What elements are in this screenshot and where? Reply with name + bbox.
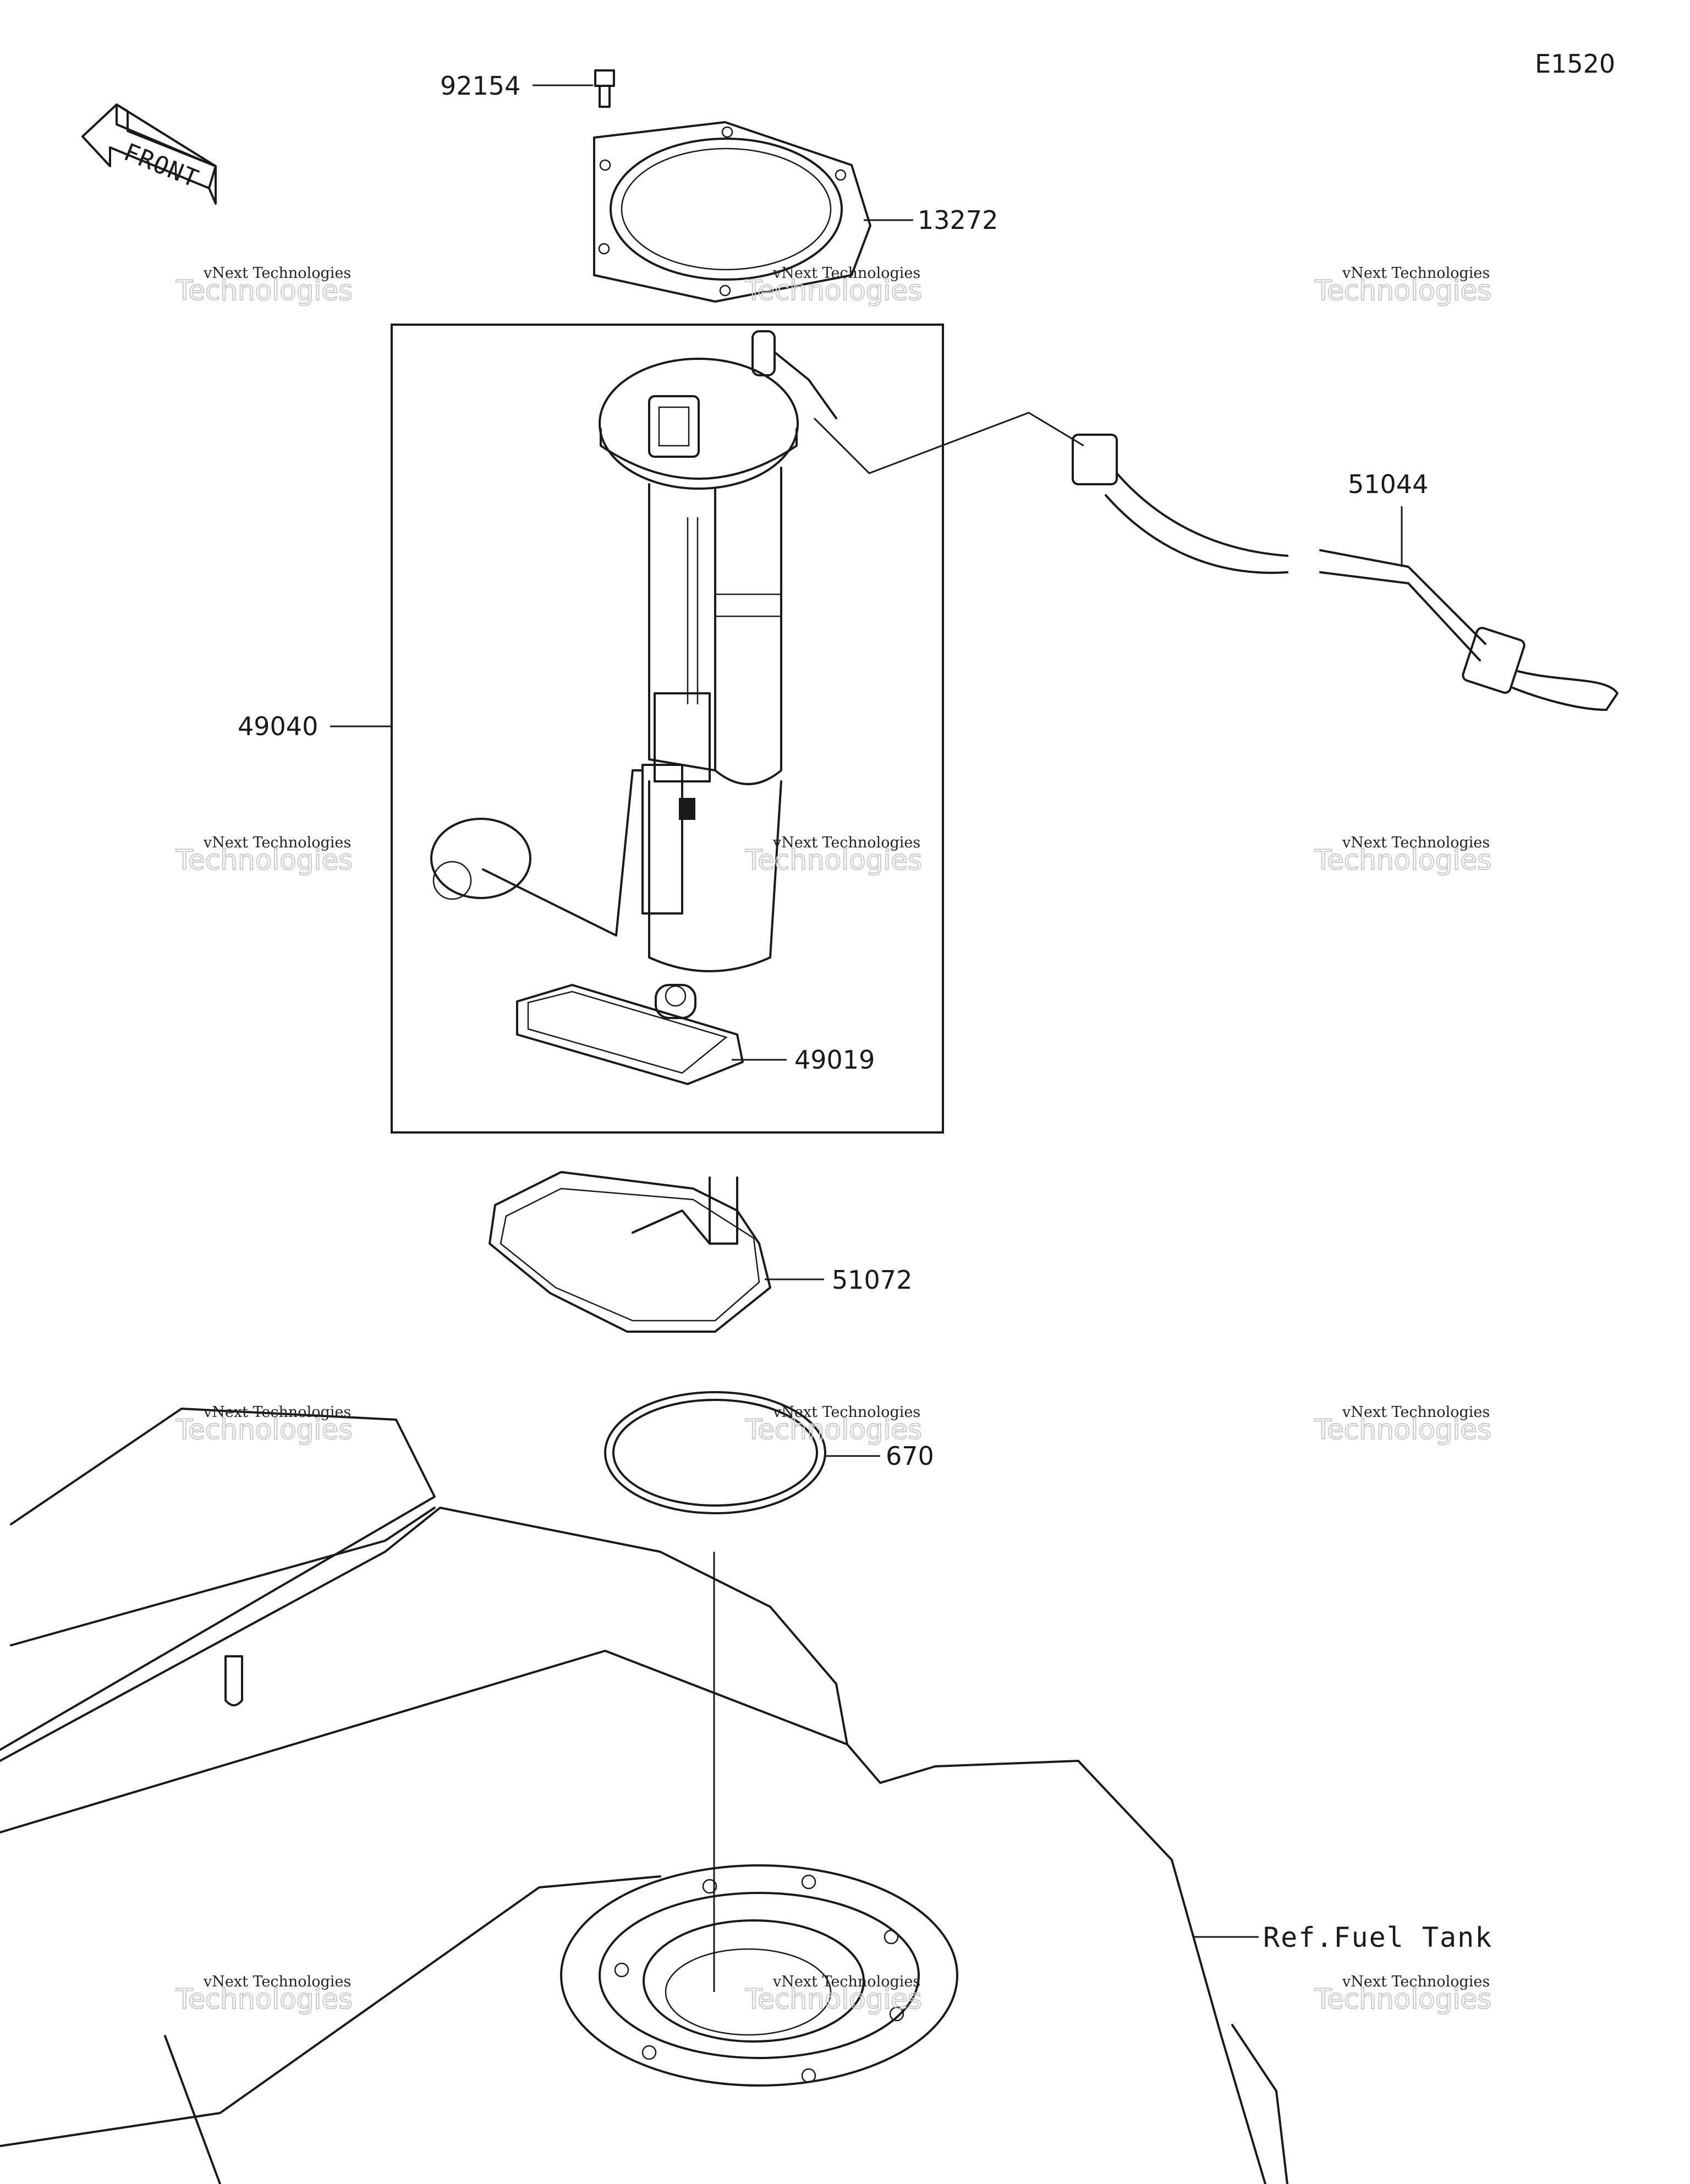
- svg-text:vNext Technologies: vNext Technologies: [1342, 1404, 1490, 1421]
- svg-text:Technologies: Technologies: [745, 1983, 922, 2015]
- tray-51072: [489, 1171, 771, 1333]
- svg-text:vNext Technologies: vNext Technologies: [203, 1973, 351, 1990]
- label-49040: 49040: [238, 711, 318, 741]
- label-49019: 49019: [794, 1045, 875, 1075]
- svg-text:vNext Technologies: vNext Technologies: [772, 265, 920, 282]
- svg-text:vNext Technologies: vNext Technologies: [203, 1404, 351, 1421]
- svg-text:Technologies: Technologies: [175, 275, 353, 306]
- label-92154: 92154: [440, 71, 520, 101]
- svg-text:Technologies: Technologies: [745, 1414, 922, 1446]
- svg-text:Technologies: Technologies: [175, 1414, 353, 1446]
- diagram-code: E1520: [1535, 49, 1615, 79]
- svg-text:vNext Technologies: vNext Technologies: [772, 1973, 920, 1990]
- fuel-tank-ref: [0, 1408, 1288, 2184]
- svg-text:Technologies: Technologies: [1314, 1983, 1491, 2015]
- label-670: 670: [886, 1441, 934, 1471]
- svg-text:Technologies: Technologies: [175, 1983, 353, 2015]
- svg-text:Technologies: Technologies: [1314, 1414, 1491, 1446]
- bolt-92154: [594, 69, 615, 108]
- svg-text:vNext Technologies: vNext Technologies: [1342, 1973, 1490, 1990]
- svg-text:Technologies: Technologies: [1314, 275, 1491, 306]
- fuel-pump-49040: [430, 330, 837, 972]
- front-arrow: FRONT: [81, 103, 217, 205]
- front-arrow-label: FRONT: [120, 138, 203, 194]
- svg-text:Technologies: Technologies: [745, 844, 922, 876]
- label-51072: 51072: [832, 1265, 912, 1295]
- svg-text:Technologies: Technologies: [1314, 844, 1491, 876]
- gasket-13272: [593, 121, 871, 303]
- svg-text:vNext Technologies: vNext Technologies: [203, 265, 351, 282]
- svg-text:vNext Technologies: vNext Technologies: [772, 834, 920, 851]
- hose-51044: [813, 412, 1618, 711]
- label-ref-fuel-tank: Ref.Fuel Tank: [1263, 1922, 1493, 1953]
- svg-text:vNext Technologies: vNext Technologies: [203, 834, 351, 851]
- svg-text:vNext Technologies: vNext Technologies: [772, 1404, 920, 1421]
- oring-670: [604, 1391, 826, 1514]
- label-13272: 13272: [918, 205, 998, 235]
- svg-text:Technologies: Technologies: [175, 844, 353, 876]
- svg-text:vNext Technologies: vNext Technologies: [1342, 265, 1490, 282]
- filter-49019: [516, 984, 744, 1085]
- svg-text:Technologies: Technologies: [745, 275, 922, 306]
- svg-text:vNext Technologies: vNext Technologies: [1342, 834, 1490, 851]
- assembly-box: [391, 324, 944, 1134]
- label-51044: 51044: [1348, 469, 1428, 499]
